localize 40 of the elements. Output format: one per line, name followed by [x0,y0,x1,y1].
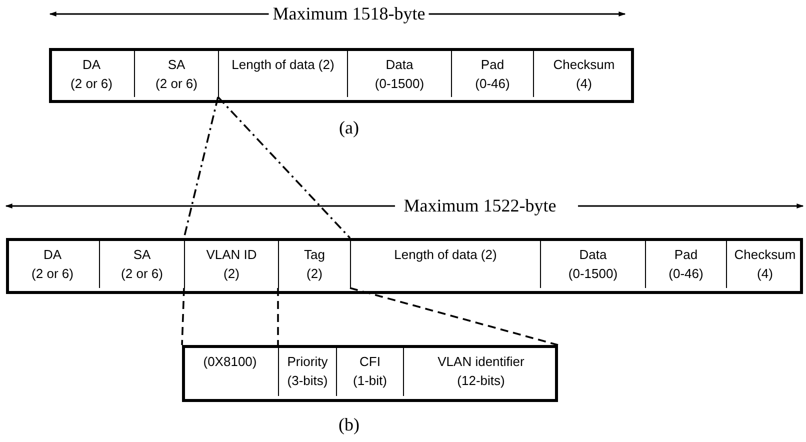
field-label: Checksum [734,246,796,264]
field-label: VLAN ID [206,246,257,264]
field-label: (2) [224,264,240,283]
field-label: Data [579,246,607,264]
field-label: SA [168,56,186,74]
field-label: (12-bits) [457,372,505,390]
field-label: (0X8100) [203,353,257,371]
field-label: (0-1500) [374,74,424,93]
field-label: Tag [304,246,325,264]
field-label: VLAN identifier [438,353,524,371]
connector-line [277,288,279,345]
field-label: (4) [757,264,773,283]
field-label: SA [133,246,151,264]
field-label: (2 or 6) [70,74,112,93]
field-label: DA [82,56,101,74]
field-label: (0-46) [475,74,510,93]
field-label: Length of data (2) [232,56,334,74]
field-label: Priority [287,353,328,371]
connector-line [217,96,351,239]
connector-line [181,288,185,346]
field-label: (0-46) [668,264,704,283]
field-label: (2 or 6) [32,264,74,283]
field-label: CFI [360,353,380,371]
field-label: (3-bits) [287,372,328,390]
field-label: (2) [306,264,322,283]
field-label: Pad [480,56,504,74]
field-label: Checksum [553,56,615,74]
field-label: (1-bit) [353,372,387,390]
connector-line [350,287,558,346]
field-label: Data [386,56,414,74]
frame-box [49,48,634,103]
frame-box [182,345,558,402]
field-label: DA [43,246,62,264]
field-label: (4) [576,74,592,93]
field-label: (0-1500) [568,264,618,283]
field-label: Length of data (2) [394,246,497,264]
frame-box [6,238,803,294]
field-label: Pad [674,246,698,264]
field-label: (2 or 6) [121,264,163,283]
field-label: (2 or 6) [156,74,198,93]
